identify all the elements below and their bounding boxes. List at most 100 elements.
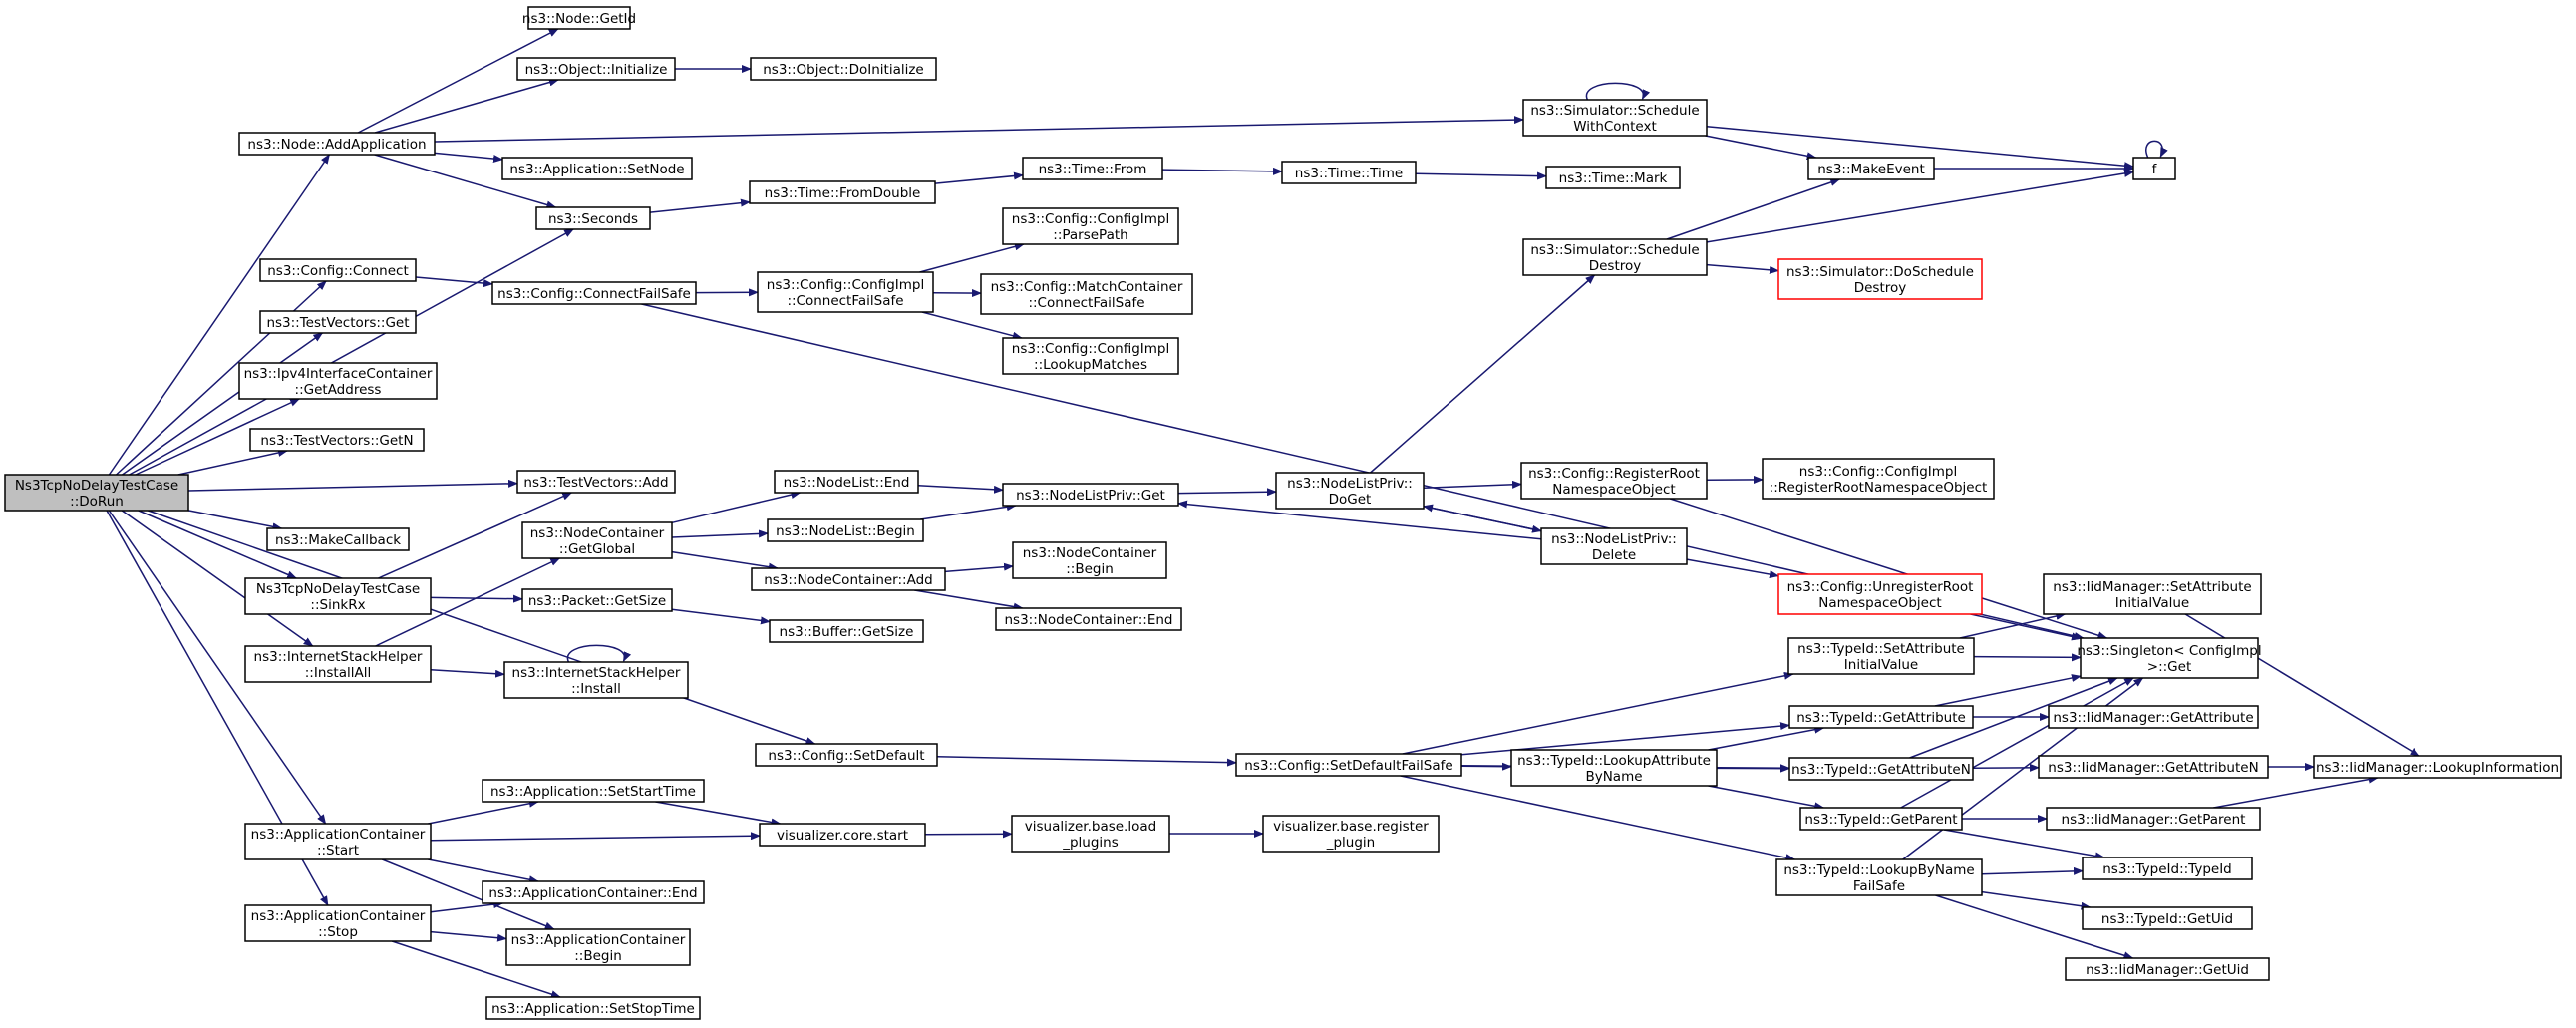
edge-install-all-to-nc-get-global xyxy=(375,557,561,647)
node-label: ::ConnectFailSafe xyxy=(787,293,903,309)
edge-cfg-set-default-fs-to-tid-get-attr xyxy=(1460,722,1790,756)
node-label: ns3::TypeId::GetAttributeN xyxy=(1791,762,1971,778)
node-obj-init[interactable]: ns3::Object::Initialize xyxy=(516,57,676,81)
node-make-callback[interactable]: ns3::MakeCallback xyxy=(266,527,410,551)
node-ac-end[interactable]: ns3::ApplicationContainer::End xyxy=(482,880,705,904)
node-cfg-set-default[interactable]: ns3::Config::SetDefault xyxy=(755,743,938,767)
node-app-set-node[interactable]: ns3::Application::SetNode xyxy=(501,157,693,180)
node-sink-rx[interactable]: Ns3TcpNoDelayTestCase::SinkRx xyxy=(244,577,432,615)
node-ac-stop[interactable]: ns3::ApplicationContainer::Stop xyxy=(244,904,432,942)
node-impl-reg-root[interactable]: ns3::Config::ConfigImpl::RegisterRootNam… xyxy=(1762,458,1995,500)
node-label: ::SinkRx xyxy=(310,597,365,613)
node-install-all[interactable]: ns3::InternetStackHelper::InstallAll xyxy=(244,645,432,683)
node-box xyxy=(1777,573,1983,615)
node-time-time[interactable]: ns3::Time::Time xyxy=(1281,161,1417,184)
node-tid-type-id[interactable]: ns3::TypeId::TypeId xyxy=(2082,857,2253,880)
node-tv-add[interactable]: ns3::TestVectors::Add xyxy=(516,470,676,494)
node-label: ns3::Buffer::GetSize xyxy=(780,624,914,640)
node-label: ns3::Object::Initialize xyxy=(525,62,668,78)
node-singleton-get[interactable]: ns3::Singleton< ConfigImpl>::Get xyxy=(2077,637,2262,679)
node-pkt-get-size[interactable]: ns3::Packet::GetSize xyxy=(521,588,673,612)
node-box xyxy=(1002,483,1179,507)
node-nl-begin[interactable]: ns3::NodeList::Begin xyxy=(767,518,924,542)
node-iid-set-attr-init[interactable]: ns3::IidManager::SetAttributeInitialValu… xyxy=(2043,573,2262,615)
node-cfg-connect-fs[interactable]: ns3::Config::ConnectFailSafe xyxy=(491,281,697,305)
node-label: DoGet xyxy=(1329,492,1372,508)
node-impl-parse-path[interactable]: ns3::Config::ConfigImpl::ParsePath xyxy=(1002,207,1179,245)
node-node-get-id[interactable]: ns3::Node::GetId xyxy=(522,6,636,30)
node-tv-get-n[interactable]: ns3::TestVectors::GetN xyxy=(249,428,425,452)
node-label: InitialValue xyxy=(2115,595,2189,611)
node-time-from[interactable]: ns3::Time::From xyxy=(1022,157,1163,180)
node-nc-get-global[interactable]: ns3::NodeContainer::GetGlobal xyxy=(521,521,673,559)
node-box xyxy=(749,180,936,204)
node-viz-load[interactable]: visualizer.base.load_plugins xyxy=(1011,815,1170,853)
edge-nc-get-global-to-nc-add xyxy=(671,550,779,571)
node-cfg-connect[interactable]: ns3::Config::Connect xyxy=(259,258,417,282)
node-label: ns3::Node::AddApplication xyxy=(247,137,426,153)
node-ac-begin[interactable]: ns3::ApplicationContainer::Begin xyxy=(505,928,691,966)
node-make-event[interactable]: ns3::MakeEvent xyxy=(1807,157,1935,180)
node-tid-get-uid[interactable]: ns3::TypeId::GetUid xyxy=(2082,906,2253,930)
node-ish-install[interactable]: ns3::InternetStackHelper::Install xyxy=(503,661,689,699)
node-iid-get-attr[interactable]: ns3::IidManager::GetAttribute xyxy=(2048,705,2259,729)
node-label: _plugins xyxy=(1062,835,1119,851)
edge-tid-lookup-attr-to-tid-get-parent xyxy=(1708,785,1825,811)
node-box xyxy=(1262,815,1440,853)
node-nc-add[interactable]: ns3::NodeContainer::Add xyxy=(751,567,946,591)
node-label: ns3::Config::ConfigImpl xyxy=(1012,211,1169,227)
node-app-set-stop[interactable]: ns3::Application::SetStopTime xyxy=(485,996,701,1020)
node-label: ns3::ApplicationContainer::End xyxy=(488,885,697,901)
node-cfg-unreg-root[interactable]: ns3::Config::UnregisterRootNamespaceObje… xyxy=(1777,573,1983,615)
node-app-set-start[interactable]: ns3::Application::SetStartTime xyxy=(482,779,705,803)
node-label: ns3::TypeId::GetAttribute xyxy=(1796,710,1966,726)
node-label: ns3::IidManager::GetParent xyxy=(2062,812,2246,828)
node-iid-get-uid[interactable]: ns3::IidManager::GetUid xyxy=(2065,957,2270,981)
node-label: ns3::TestVectors::Add xyxy=(523,475,668,491)
node-impl-connect-fs[interactable]: ns3::Config::ConfigImpl::ConnectFailSafe xyxy=(757,271,934,313)
node-ac-start[interactable]: ns3::ApplicationContainer::Start xyxy=(244,823,432,860)
node-iid-get-parent[interactable]: ns3::IidManager::GetParent xyxy=(2046,807,2261,831)
node-add-app[interactable]: ns3::Node::AddApplication xyxy=(238,132,436,156)
node-obj-do-init[interactable]: ns3::Object::DoInitialize xyxy=(750,57,937,81)
node-iid-lookup-info[interactable]: ns3::IidManager::LookupInformation xyxy=(2313,755,2562,779)
node-nlp-get[interactable]: ns3::NodeListPriv::Get xyxy=(1002,483,1179,507)
node-cfg-set-default-fs[interactable]: ns3::Config::SetDefaultFailSafe xyxy=(1235,753,1462,777)
node-do-run[interactable]: Ns3TcpNoDelayTestCase::DoRun xyxy=(4,474,189,512)
node-buf-get-size[interactable]: ns3::Buffer::GetSize xyxy=(769,619,924,643)
edge-do-run-to-sink-rx xyxy=(138,510,298,579)
node-match-connect-fs[interactable]: ns3::Config::MatchContainer::ConnectFail… xyxy=(980,273,1193,315)
node-viz-register[interactable]: visualizer.base.register_plugin xyxy=(1262,815,1440,853)
node-nc-end[interactable]: ns3::NodeContainer::End xyxy=(995,607,1182,631)
node-time-mark[interactable]: ns3::Time::Mark xyxy=(1545,166,1681,189)
node-tid-get-attr[interactable]: ns3::TypeId::GetAttribute xyxy=(1788,705,1974,729)
node-tv-get[interactable]: ns3::TestVectors::Get xyxy=(259,310,417,334)
edge-sched-ctx-to-sched-ctx xyxy=(1585,82,1651,101)
node-nc-begin[interactable]: ns3::NodeContainer::Begin xyxy=(1012,541,1167,579)
node-nl-end[interactable]: ns3::NodeList::End xyxy=(774,470,919,494)
node-tid-get-parent[interactable]: ns3::TypeId::GetParent xyxy=(1799,807,1963,831)
node-cfg-reg-root[interactable]: ns3::Config::RegisterRootNamespaceObject xyxy=(1520,462,1708,500)
node-f[interactable]: f xyxy=(2132,157,2176,180)
node-box xyxy=(1011,815,1170,853)
node-from-double[interactable]: ns3::Time::FromDouble xyxy=(749,180,936,204)
node-nlp-delete[interactable]: ns3::NodeListPriv::Delete xyxy=(1540,527,1688,565)
edge-cfg-connect-to-cfg-connect-fs xyxy=(415,276,493,288)
edge-tid-get-attr-n-to-iid-get-attr-n xyxy=(1972,763,2040,772)
node-box xyxy=(1762,458,1995,500)
node-viz-start[interactable]: visualizer.core.start xyxy=(759,823,926,847)
node-impl-lookup[interactable]: ns3::Config::ConfigImpl::LookupMatches xyxy=(1002,337,1179,375)
node-seconds[interactable]: ns3::Seconds xyxy=(535,206,651,230)
node-tid-get-attr-n[interactable]: ns3::TypeId::GetAttributeN xyxy=(1788,757,1974,781)
node-label: ::Install xyxy=(571,681,621,697)
node-iid-get-attr-n[interactable]: ns3::IidManager::GetAttributeN xyxy=(2038,755,2269,779)
node-label: ns3::NodeList::Begin xyxy=(776,523,915,539)
node-ipv4-get-addr[interactable]: ns3::Ipv4InterfaceContainer::GetAddress xyxy=(238,362,438,400)
node-nlp-do-get[interactable]: ns3::NodeListPriv::DoGet xyxy=(1275,472,1425,510)
